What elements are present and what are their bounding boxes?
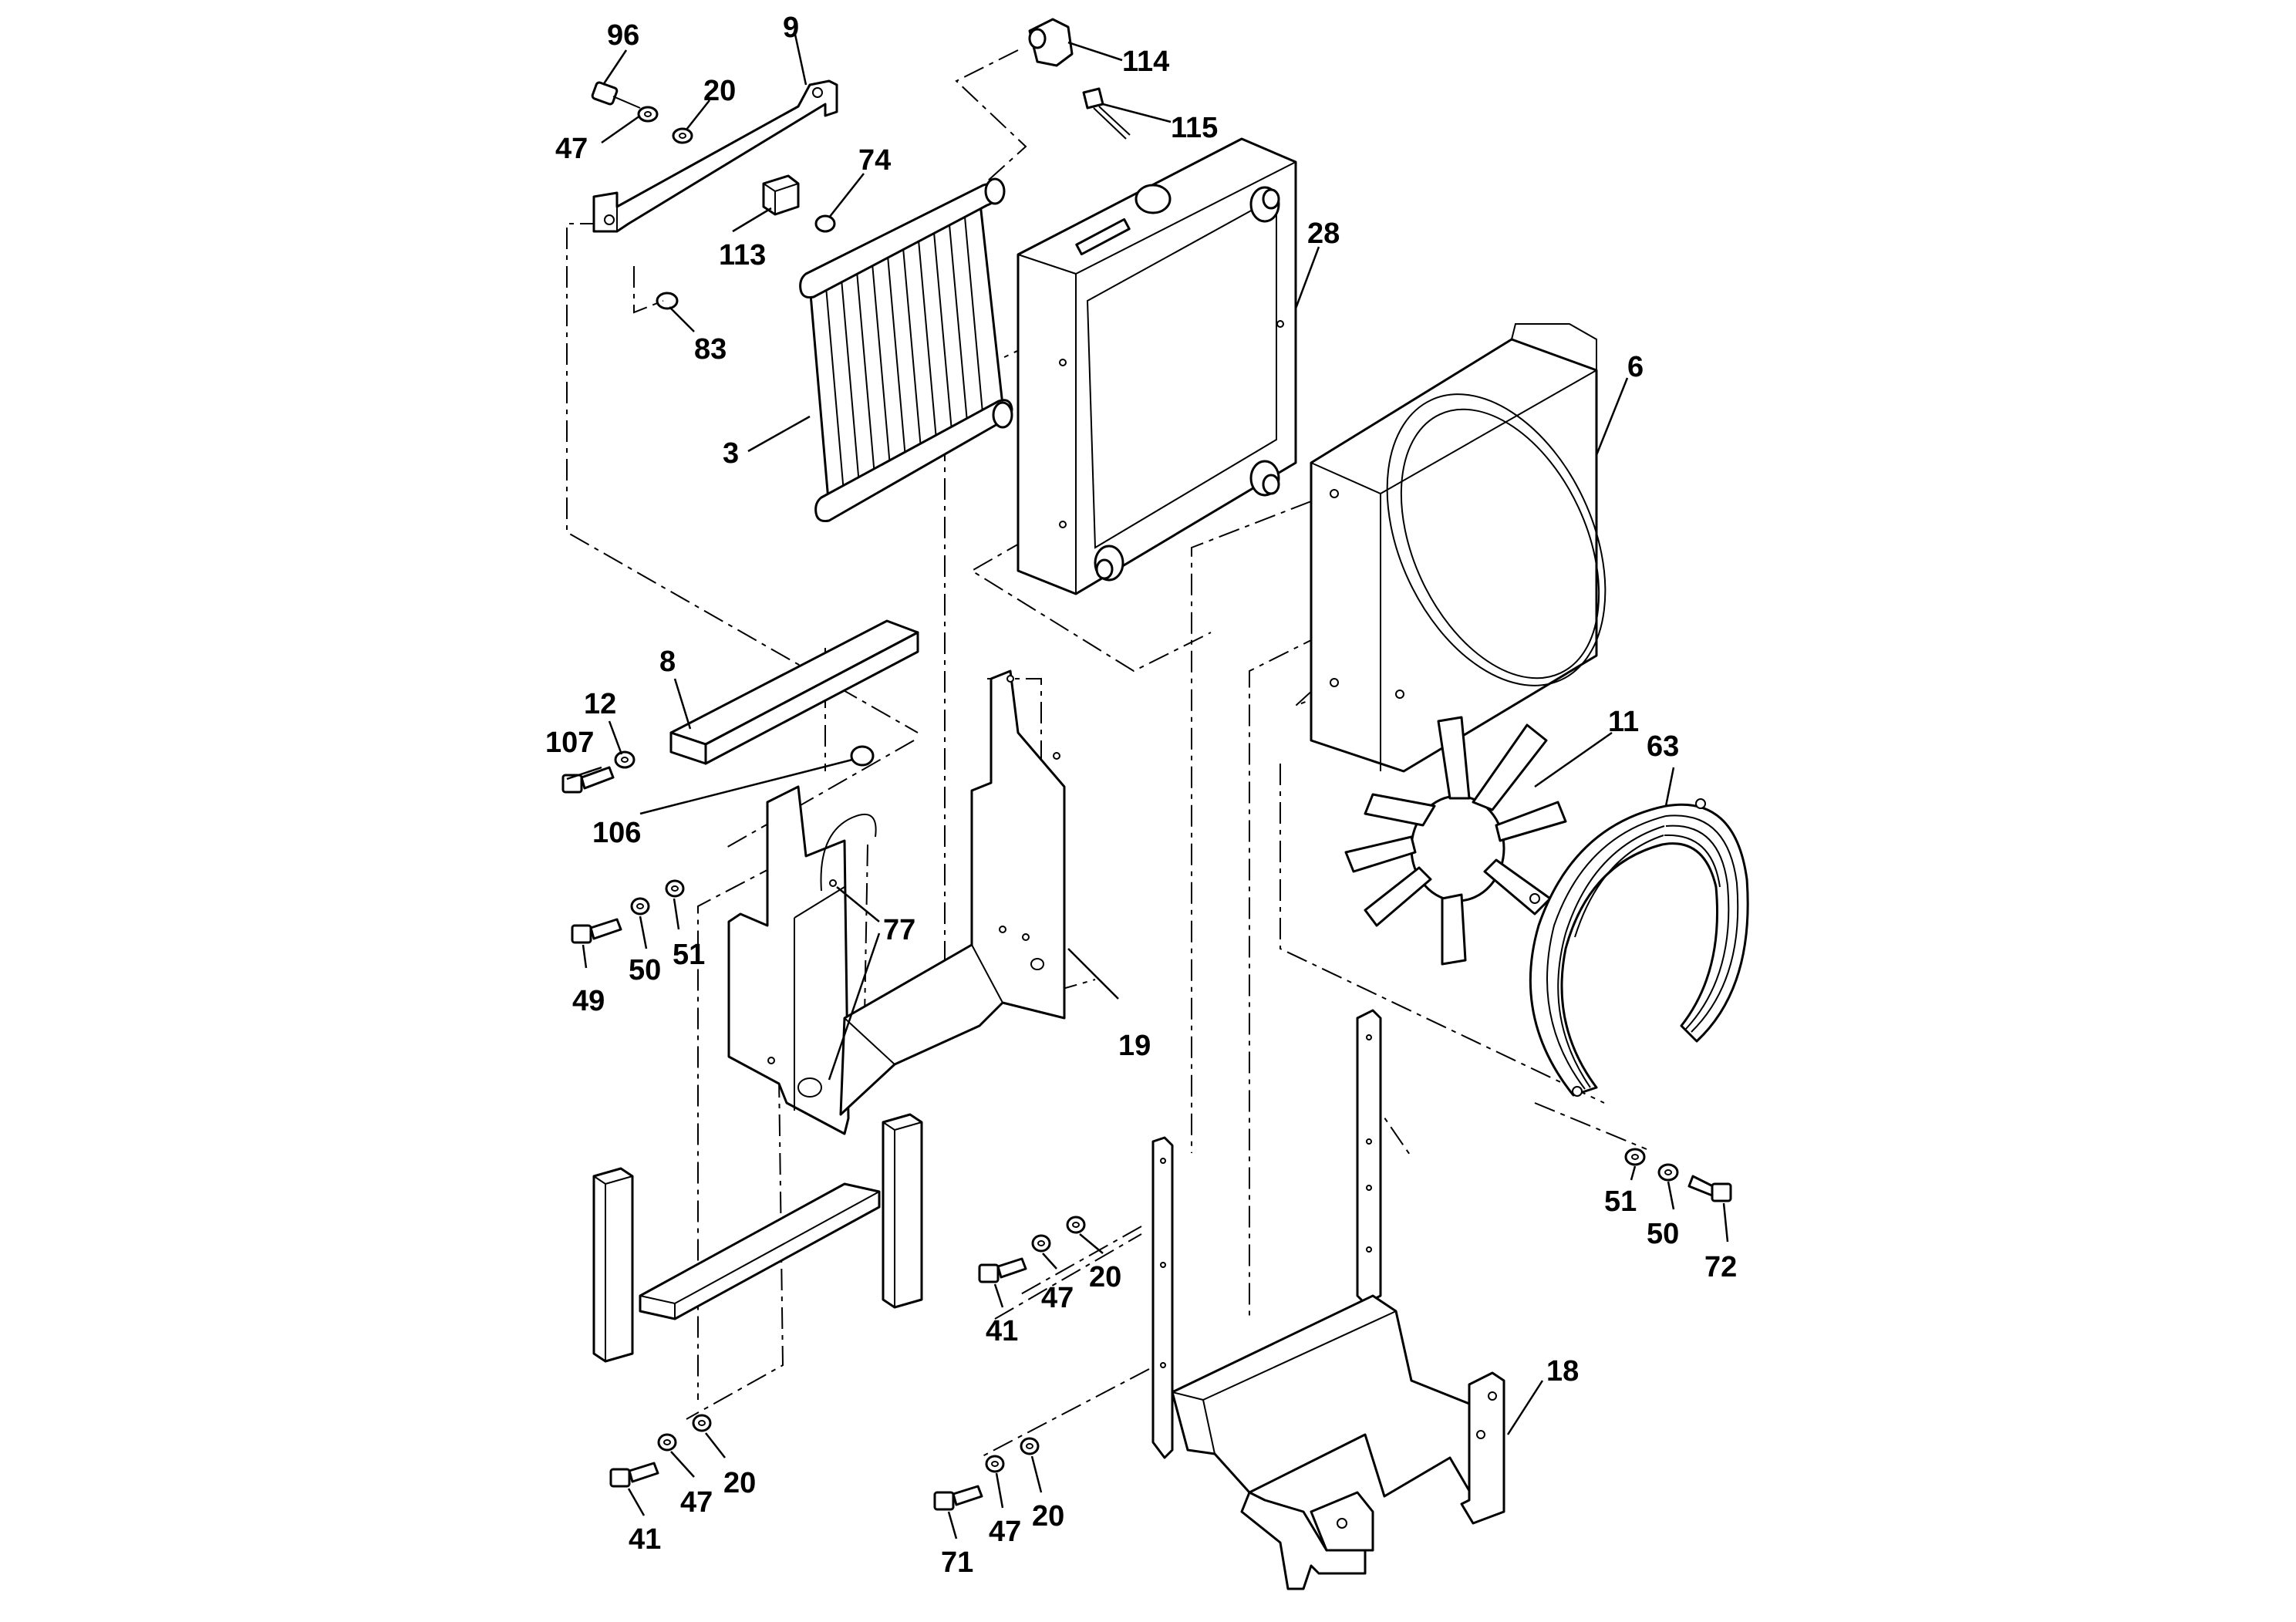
fasteners-41-47-20-mid bbox=[978, 1216, 1086, 1283]
bolt-107 bbox=[561, 766, 615, 794]
callout-20: 20 bbox=[723, 1467, 756, 1499]
fan-part-11 bbox=[1344, 716, 1567, 966]
fan-shroud-part-6 bbox=[1310, 323, 1607, 773]
callout-114: 114 bbox=[1122, 46, 1169, 78]
callout-49: 49 bbox=[572, 985, 605, 1017]
foam-blocks bbox=[592, 1113, 923, 1363]
callout-47: 47 bbox=[680, 1486, 713, 1519]
sensor-115 bbox=[1082, 87, 1131, 140]
top-bracket-part-9 bbox=[592, 79, 838, 233]
callout-41: 41 bbox=[629, 1523, 661, 1556]
washer-12 bbox=[614, 750, 636, 769]
callout-50: 50 bbox=[1647, 1218, 1679, 1250]
grommet-106 bbox=[850, 745, 875, 767]
callout-96: 96 bbox=[607, 19, 639, 52]
callout-20: 20 bbox=[1089, 1261, 1121, 1293]
callout-6: 6 bbox=[1627, 351, 1644, 383]
callout-74: 74 bbox=[858, 144, 891, 177]
callout-47: 47 bbox=[989, 1516, 1021, 1548]
callout-51: 51 bbox=[1604, 1185, 1637, 1218]
seal-part-8 bbox=[669, 619, 919, 765]
callout-77: 77 bbox=[883, 914, 915, 946]
bolt-96 bbox=[591, 81, 641, 109]
callout-18: 18 bbox=[1546, 1355, 1579, 1388]
callout-63: 63 bbox=[1647, 730, 1679, 763]
callout-11: 11 bbox=[1608, 706, 1639, 738]
callout-72: 72 bbox=[1704, 1251, 1737, 1283]
callout-19: 19 bbox=[1118, 1030, 1151, 1062]
fasteners-51-50-72 bbox=[1624, 1148, 1732, 1202]
mounting-strip-right bbox=[1356, 1009, 1382, 1305]
callout-41: 41 bbox=[986, 1315, 1018, 1347]
leader-lines bbox=[566, 30, 1729, 1539]
fasteners-41-47-20-bottom-left bbox=[609, 1414, 712, 1488]
washers-47-20-top bbox=[637, 106, 693, 144]
fasteners-49-50-51 bbox=[571, 879, 685, 944]
callout-3: 3 bbox=[723, 437, 739, 470]
callout-71: 71 bbox=[941, 1546, 973, 1579]
fan-guard-part-63 bbox=[1529, 798, 1749, 1097]
callout-8: 8 bbox=[659, 646, 676, 678]
fasteners-71-47-20-bottom-center bbox=[933, 1437, 1040, 1511]
radiator-part-28 bbox=[1017, 137, 1297, 595]
nut-83 bbox=[633, 266, 679, 314]
elbow-fitting-114 bbox=[1028, 18, 1074, 67]
oil-cooler-part-3 bbox=[799, 177, 1013, 522]
callout-47: 47 bbox=[555, 133, 588, 165]
callout-12: 12 bbox=[584, 688, 616, 720]
callout-107: 107 bbox=[545, 727, 594, 759]
nut-74 bbox=[814, 214, 836, 233]
callout-20: 20 bbox=[703, 75, 736, 107]
callout-9: 9 bbox=[783, 12, 799, 44]
callout-106: 106 bbox=[592, 817, 641, 849]
base-bracket-part-18 bbox=[1171, 1294, 1505, 1590]
callout-83: 83 bbox=[694, 333, 727, 366]
callout-20: 20 bbox=[1032, 1500, 1064, 1533]
callout-113: 113 bbox=[719, 239, 766, 271]
side-panel-part-77 bbox=[727, 785, 877, 1135]
callout-51: 51 bbox=[673, 939, 705, 971]
callout-115: 115 bbox=[1171, 112, 1218, 144]
callout-47: 47 bbox=[1041, 1282, 1074, 1314]
mounting-strip-left bbox=[1151, 1136, 1174, 1459]
center-panel-part-19 bbox=[839, 669, 1066, 1116]
callout-28: 28 bbox=[1307, 218, 1340, 250]
block-113 bbox=[762, 174, 800, 216]
callout-50: 50 bbox=[629, 954, 661, 986]
callout-labels: 96 9 20 47 114 115 74 113 83 28 6 3 8 12… bbox=[545, 12, 1737, 1579]
